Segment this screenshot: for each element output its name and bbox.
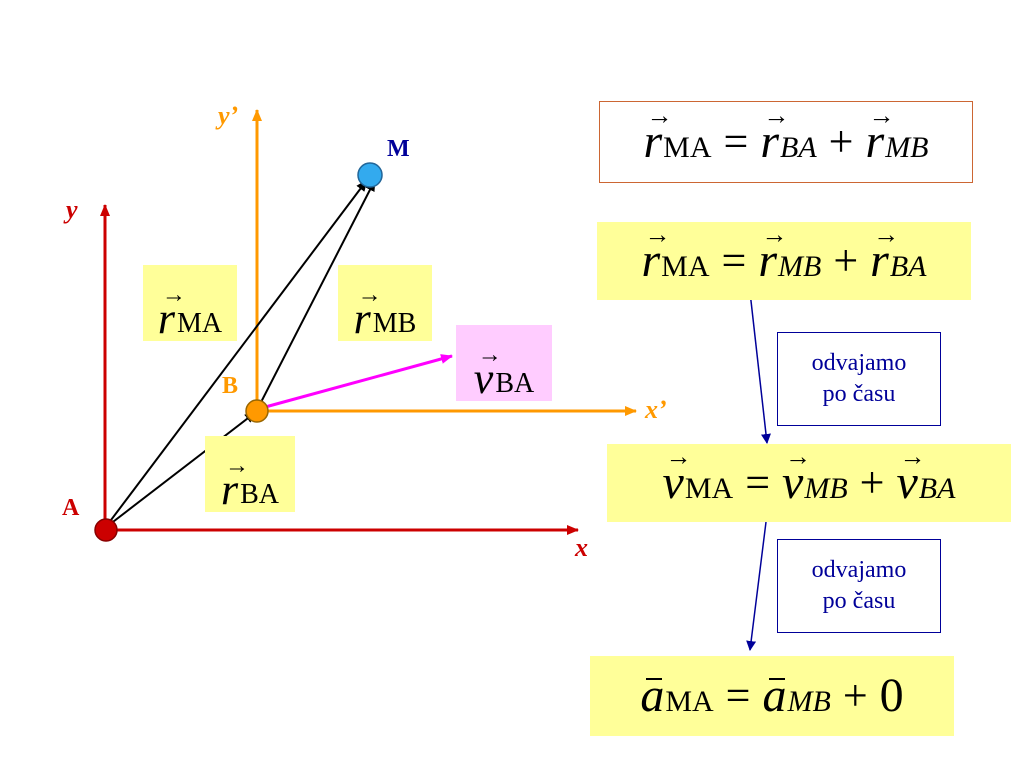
label-a: A (62, 495, 80, 521)
label-m: M (387, 136, 410, 162)
note-differentiate-2: odvajamo po času (777, 539, 941, 633)
equation-3: vMA = vMB + vBA (607, 444, 1011, 522)
label-v-ba: vBA (456, 325, 552, 401)
vector-r-ba (104, 411, 257, 529)
label-x-prime: x’ (644, 395, 667, 424)
label-y-prime: y’ (215, 101, 238, 130)
vector-v-ba (257, 354, 453, 411)
point-b (245, 399, 269, 423)
label-r-mb: rMB (338, 265, 432, 341)
point-m (357, 162, 383, 188)
equation-1: rMA = rBA + rMB (599, 101, 973, 183)
label-r-ma: rMA (143, 265, 237, 341)
equation-2: rMA = rMB + rBA (597, 222, 971, 300)
label-r-ba: rBA (205, 436, 295, 512)
vector-r-mb (256, 179, 376, 411)
flow-arrow-2 (746, 521, 767, 651)
label-b: B (222, 373, 238, 399)
point-a (94, 518, 118, 542)
vector-r-ma (104, 179, 368, 529)
flow-arrow-1 (749, 291, 771, 444)
note-differentiate-1: odvajamo po času (777, 332, 941, 426)
label-x: x (574, 533, 588, 562)
label-y: y (63, 195, 78, 224)
